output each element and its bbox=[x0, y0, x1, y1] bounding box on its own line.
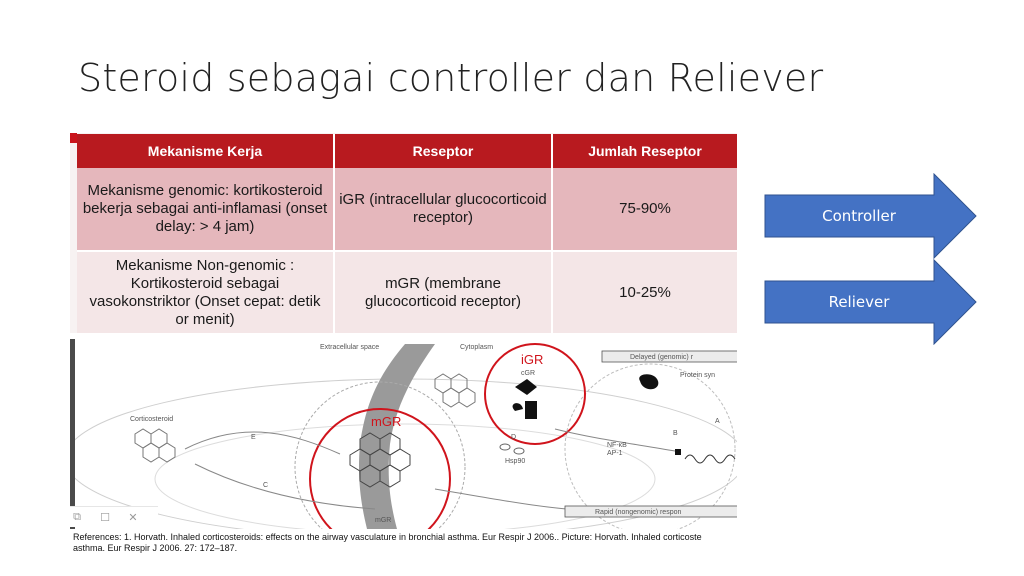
path-b bbox=[554, 428, 676, 452]
hsp-complex bbox=[525, 401, 537, 419]
reliever-label: Reliever bbox=[828, 293, 890, 311]
receptor-diagram-image: Extracellular space Cytoplasm iGR cGR mG… bbox=[70, 339, 737, 529]
header-receptor: Reseptor bbox=[334, 134, 553, 168]
mgr-molecule-stack bbox=[349, 432, 411, 488]
igr-circle bbox=[484, 343, 586, 445]
table-red-edge bbox=[70, 133, 77, 143]
close-icon[interactable]: ✕ bbox=[128, 511, 138, 524]
header-mechanism: Mekanisme Kerja bbox=[77, 134, 335, 168]
label-cgr: cGR bbox=[521, 370, 535, 377]
references: References: 1. Horvath. Inhaled corticos… bbox=[73, 532, 737, 558]
label-b: B bbox=[673, 430, 678, 437]
restore-icon[interactable]: ⧉ bbox=[73, 510, 81, 523]
label-extracellular: Extracellular space bbox=[320, 344, 379, 351]
cell-count: 75-90% bbox=[552, 168, 737, 251]
table-row: Mekanisme Non-genomic : Kortikosteroid s… bbox=[77, 250, 737, 333]
mechanism-table: Mekanisme Kerja Reseptor Jumlah Reseptor… bbox=[77, 134, 737, 333]
cell-membrane bbox=[358, 344, 435, 529]
cell-count: 10-25% bbox=[552, 250, 737, 333]
hsp90-oval bbox=[499, 443, 511, 451]
rapid-response-box bbox=[564, 505, 737, 518]
receptor-fragment bbox=[512, 403, 523, 411]
corticosteroid-molecule-left bbox=[134, 428, 176, 463]
label-c: C bbox=[263, 482, 268, 489]
window-controls: ⧉ ☐ ✕ bbox=[70, 506, 158, 527]
cell-mechanism: Mekanisme Non-genomic : Kortikosteroid s… bbox=[77, 250, 335, 333]
header-count: Jumlah Reseptor bbox=[552, 134, 737, 168]
label-igr: iGR bbox=[521, 352, 543, 367]
cell-receptor: iGR (intracellular glucocorticoid recept… bbox=[334, 168, 553, 251]
mgr-circle bbox=[309, 408, 451, 529]
references-line: asthma. Eur Respir J 2006. 27: 172–187. bbox=[73, 543, 238, 553]
table-header-row: Mekanisme Kerja Reseptor Jumlah Reseptor bbox=[77, 134, 737, 168]
gene-marker bbox=[675, 449, 681, 455]
nucleus-outline bbox=[564, 363, 736, 529]
label-delayed: Delayed (genomic) r bbox=[630, 354, 694, 361]
controller-arrow[interactable]: Controller bbox=[764, 173, 978, 259]
label-d: D bbox=[511, 434, 516, 441]
dna-strand bbox=[684, 454, 736, 464]
label-protein: Protein syn bbox=[680, 372, 715, 379]
path-e bbox=[184, 431, 341, 455]
controller-label: Controller bbox=[822, 207, 896, 225]
label-mgr-big: mGR bbox=[371, 414, 401, 429]
corticosteroid-molecule-top bbox=[434, 373, 476, 408]
protein-complex bbox=[639, 374, 659, 390]
reliever-arrow-shape bbox=[764, 259, 977, 345]
controller-arrow-shape bbox=[764, 173, 977, 259]
hsp90-oval bbox=[513, 447, 525, 455]
label-mgr-small: mGR bbox=[375, 517, 391, 524]
maximize-icon[interactable]: ☐ bbox=[100, 511, 110, 524]
label-cytoplasm: Cytoplasm bbox=[460, 344, 493, 351]
label-e: E bbox=[251, 434, 256, 441]
label-a: A bbox=[715, 418, 720, 425]
cgr-receptor bbox=[515, 379, 537, 395]
receptor-diagram: Extracellular space Cytoplasm iGR cGR mG… bbox=[75, 343, 737, 529]
label-rapid: Rapid (nongenomic) respon bbox=[595, 509, 681, 516]
reliever-arrow[interactable]: Reliever bbox=[764, 259, 978, 345]
slide-title: Steroid sebagai controller dan Reliever bbox=[78, 56, 824, 100]
references-line: References: 1. Horvath. Inhaled corticos… bbox=[73, 532, 702, 542]
membrane-dashed-circle bbox=[294, 381, 466, 529]
delayed-response-box bbox=[601, 350, 737, 363]
table-row: Mekanisme genomic: kortikosteroid bekerj… bbox=[77, 168, 737, 251]
cell-receptor: mGR (membrane glucocorticoid receptor) bbox=[334, 250, 553, 333]
inner-ellipse bbox=[154, 423, 656, 529]
label-ap1: AP-1 bbox=[607, 450, 623, 457]
label-hsp90: Hsp90 bbox=[505, 458, 525, 465]
path-c bbox=[194, 463, 376, 510]
label-corticosteroid: Corticosteroid bbox=[130, 416, 173, 423]
cell-mechanism: Mekanisme genomic: kortikosteroid bekerj… bbox=[77, 168, 335, 251]
label-nfkb: NF-κB bbox=[607, 442, 627, 449]
mechanism-table-image: Mekanisme Kerja Reseptor Jumlah Reseptor… bbox=[70, 133, 737, 333]
